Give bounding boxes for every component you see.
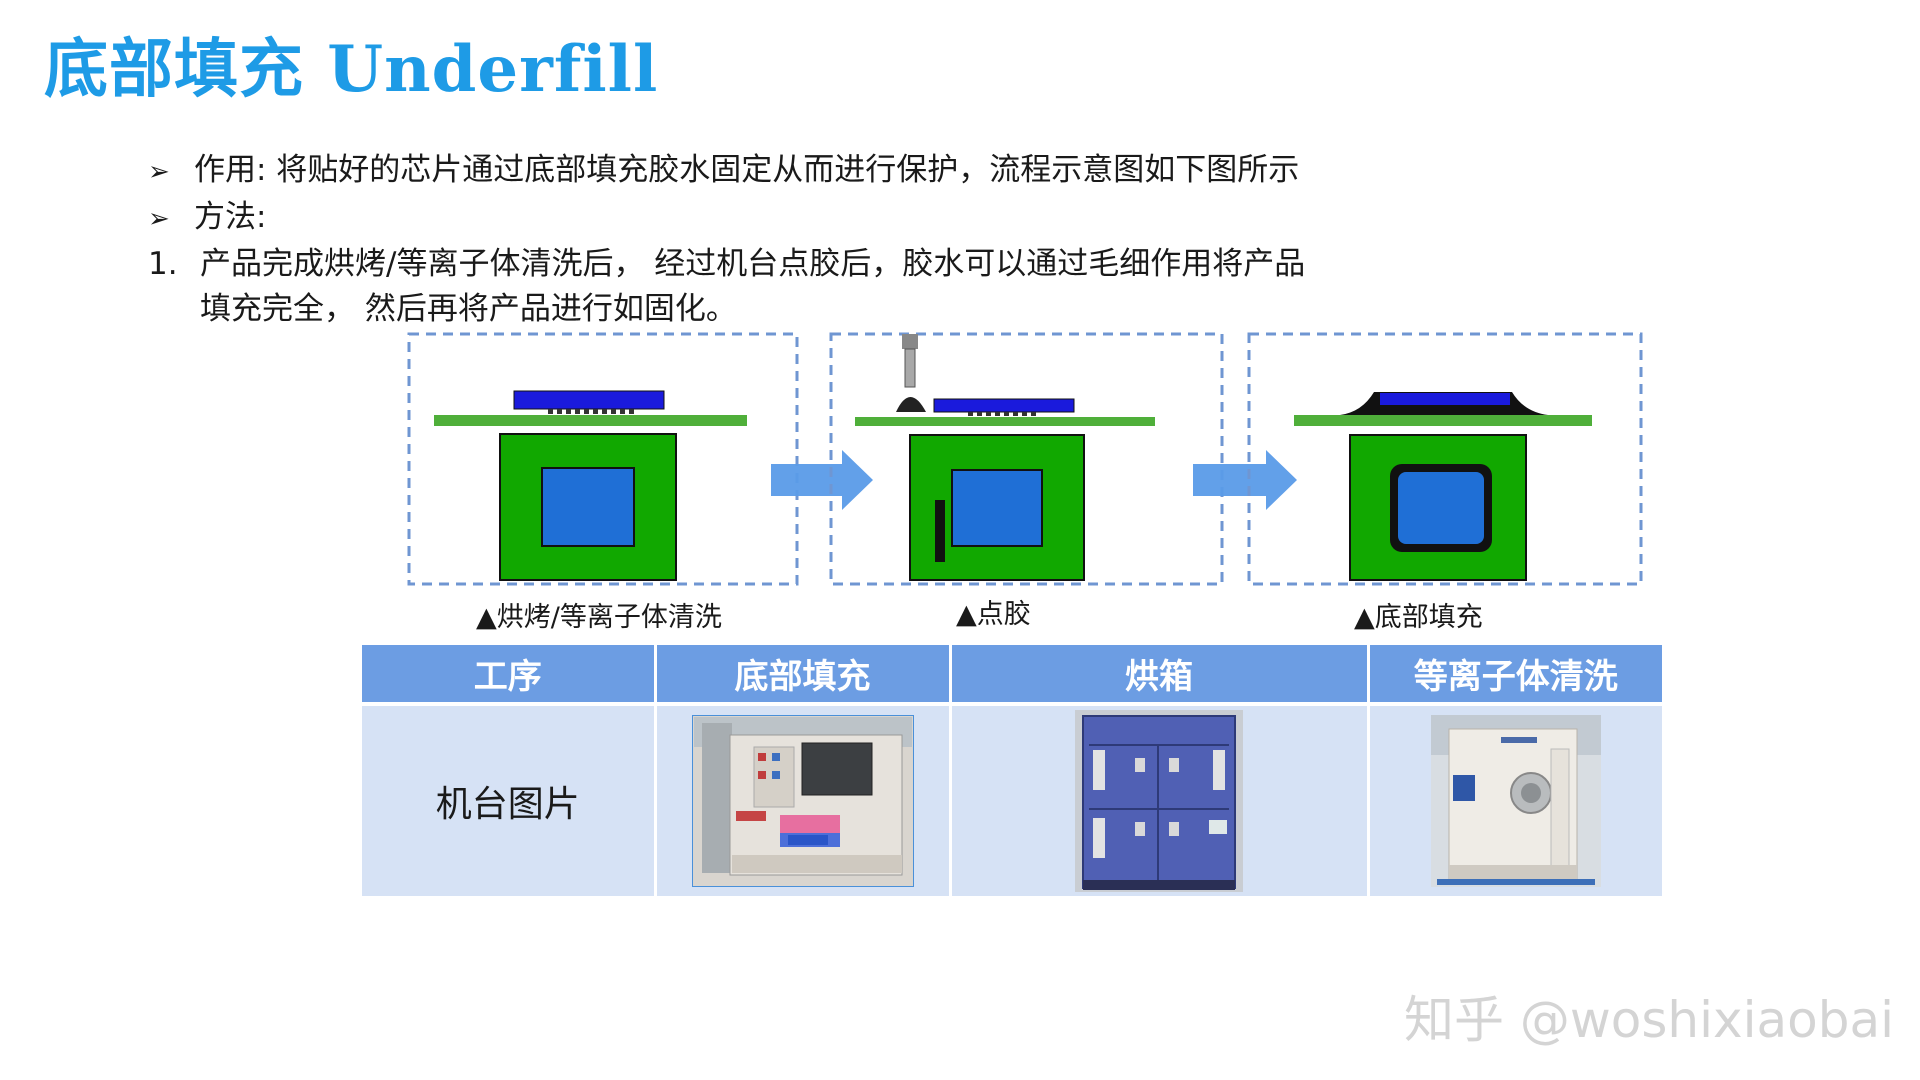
row-label-cell: 机台图片	[362, 704, 657, 896]
panel-underfill	[1247, 332, 1643, 586]
panel-border	[829, 332, 1224, 586]
panel-bake-plasma	[407, 332, 799, 586]
title-cn: 底部填充	[44, 33, 304, 107]
chip	[513, 390, 665, 410]
die	[1398, 472, 1484, 544]
watermark: 知乎 @woshixiaobai	[1404, 991, 1894, 1049]
panel-border	[407, 332, 799, 586]
solder-bumps	[548, 409, 634, 414]
oven-photo-cell	[950, 704, 1370, 896]
die	[541, 467, 635, 547]
solder-bumps	[968, 412, 1036, 416]
caption-bake-plasma: ▲烘烤/等离子体清洗	[476, 602, 722, 633]
header-underfill: 底部填充	[655, 645, 952, 706]
caption-dispense: ▲点胶	[956, 599, 1031, 630]
board	[909, 434, 1085, 581]
header-plasma: 等离子体清洗	[1368, 645, 1662, 706]
arrow-right-icon	[1193, 450, 1297, 510]
process-equipment-table: 工序 底部填充 烘箱 等离子体清洗 机台图片	[362, 645, 1662, 896]
glue-line	[935, 500, 945, 562]
chip	[933, 398, 1075, 413]
bullet-marker: ➢	[148, 157, 170, 187]
bullet-text: 方法:	[194, 199, 267, 235]
panel-dispense	[829, 332, 1224, 586]
substrate	[855, 417, 1155, 426]
caption-underfill: ▲底部填充	[1354, 602, 1483, 633]
chip	[1380, 393, 1510, 405]
arrow-right-icon	[771, 450, 873, 510]
underfill-machine-photo	[691, 715, 914, 887]
header-oven: 烘箱	[950, 645, 1370, 706]
die	[951, 469, 1043, 547]
table-row: 机台图片	[362, 704, 1662, 896]
row-label: 机台图片	[435, 784, 580, 825]
header-process: 工序	[362, 645, 657, 706]
plasma-photo-cell	[1368, 704, 1662, 896]
table-header-row: 工序 底部填充 烘箱 等离子体清洗	[362, 645, 1662, 706]
plasma-cleaner-photo	[1430, 715, 1601, 887]
board	[499, 433, 677, 581]
bullet-function: ➢ 作用: 将贴好的芯片通过底部填充胶水固定从而进行保护，流程示意图如下图所示	[148, 148, 1305, 195]
step-number: 1.	[148, 246, 178, 282]
bullet-marker: ➢	[148, 204, 170, 234]
bullet-list: ➢ 作用: 将贴好的芯片通过底部填充胶水固定从而进行保护，流程示意图如下图所示 ➢…	[148, 148, 1305, 332]
page-title: 底部填充 Underfill	[44, 18, 658, 110]
oven-photo	[1075, 710, 1243, 892]
bullet-method: ➢ 方法:	[148, 195, 1305, 242]
glue-ring	[1390, 464, 1492, 552]
substrate	[1294, 415, 1592, 426]
glue-drop	[896, 397, 926, 412]
bullet-text: 作用: 将贴好的芯片通过底部填充胶水固定从而进行保护，流程示意图如下图所示	[194, 152, 1300, 188]
substrate	[434, 415, 747, 426]
step-text-line1: 产品完成烘烤/等离子体清洗后， 经过机台点胶后，胶水可以通过毛细作用将产品	[200, 246, 1306, 282]
needle-holder	[902, 334, 918, 349]
board	[1349, 434, 1527, 581]
numbered-step-1: 1. 产品完成烘烤/等离子体清洗后， 经过机台点胶后，胶水可以通过毛细作用将产品	[148, 242, 1305, 287]
dispense-needle	[904, 348, 916, 388]
step-text-line2: 填充完全， 然后再将产品进行如固化。	[200, 291, 737, 327]
underfill-photo-cell	[655, 704, 952, 896]
underfill-glue	[1340, 392, 1548, 415]
title-en: Underfill	[327, 32, 659, 107]
panel-border	[1247, 332, 1643, 586]
